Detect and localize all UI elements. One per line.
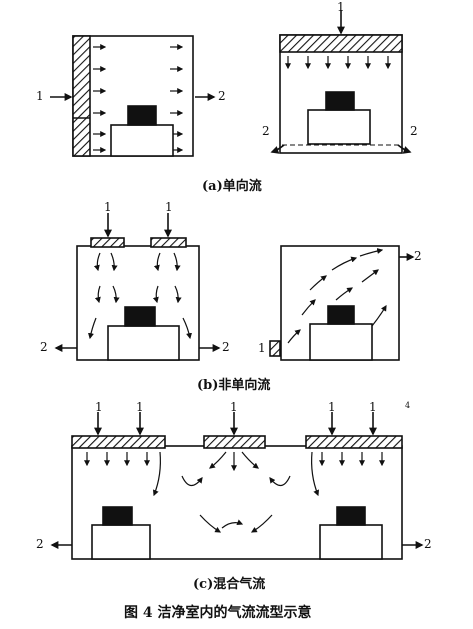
label-1: 1 bbox=[258, 341, 266, 355]
label-2: 2 bbox=[424, 537, 432, 551]
label-1: 1 bbox=[165, 200, 173, 214]
label-1: 1 bbox=[230, 400, 238, 414]
caption-b: (b)非单向流 bbox=[197, 378, 271, 393]
low-wall-diffuser bbox=[269, 340, 281, 357]
work-table bbox=[110, 124, 174, 157]
stray-mark: 4 bbox=[405, 401, 411, 410]
label-2: 2 bbox=[262, 124, 270, 138]
caption-c: (c)混合气流 bbox=[193, 577, 266, 592]
label-2: 2 bbox=[222, 340, 230, 354]
label-1: 1 bbox=[95, 400, 103, 414]
outlet-arrow-left bbox=[270, 144, 285, 154]
label-1: 1 bbox=[328, 400, 336, 414]
work-table-left bbox=[91, 524, 151, 560]
panel-a-horizontal-flow bbox=[50, 35, 216, 157]
ceiling-diffuser-right bbox=[150, 237, 187, 248]
mixed-airflow-arrows bbox=[84, 451, 385, 533]
panel-a-vertical-flow bbox=[270, 10, 412, 154]
work-table-right bbox=[319, 524, 383, 560]
work-table bbox=[107, 325, 180, 361]
inlet-arrows-1 bbox=[94, 412, 377, 436]
work-table bbox=[309, 323, 373, 361]
label-1: 1 bbox=[136, 400, 144, 414]
label-2: 2 bbox=[414, 249, 422, 263]
turbulent-airflow-arrows bbox=[88, 252, 192, 340]
label-1: 1 bbox=[369, 400, 377, 414]
filter-center bbox=[203, 435, 266, 449]
panel-c-mixed-flow bbox=[50, 412, 424, 560]
label-2: 2 bbox=[410, 124, 418, 138]
label-2: 2 bbox=[36, 537, 44, 551]
ceiling-diffuser-left bbox=[90, 237, 125, 248]
equipment-left bbox=[102, 506, 133, 526]
equipment-block bbox=[124, 306, 156, 327]
label-1: 1 bbox=[337, 0, 345, 14]
equipment-right bbox=[336, 506, 366, 526]
vertical-airflow-arrows bbox=[285, 56, 391, 70]
label-1: 1 bbox=[36, 89, 44, 103]
equipment-block bbox=[327, 305, 355, 325]
figure-caption: 图 4 洁净室内的气流流型示意 bbox=[124, 605, 312, 621]
hepa-filter-ceiling bbox=[279, 34, 403, 53]
outlet-arrow-right bbox=[397, 144, 412, 154]
label-2: 2 bbox=[218, 89, 226, 103]
diagonal-airflow-arrows bbox=[287, 248, 387, 344]
caption-a: (a)单向流 bbox=[202, 179, 262, 194]
panel-b-left-room bbox=[54, 213, 221, 361]
filter-right bbox=[305, 435, 403, 449]
equipment-block bbox=[127, 105, 157, 126]
label-1: 1 bbox=[104, 200, 112, 214]
work-table bbox=[307, 109, 371, 145]
filter-left bbox=[71, 435, 166, 449]
hepa-filter-wall bbox=[72, 35, 91, 157]
panel-b-right-room bbox=[269, 245, 415, 361]
equipment-block bbox=[325, 91, 355, 111]
label-2: 2 bbox=[40, 340, 48, 354]
